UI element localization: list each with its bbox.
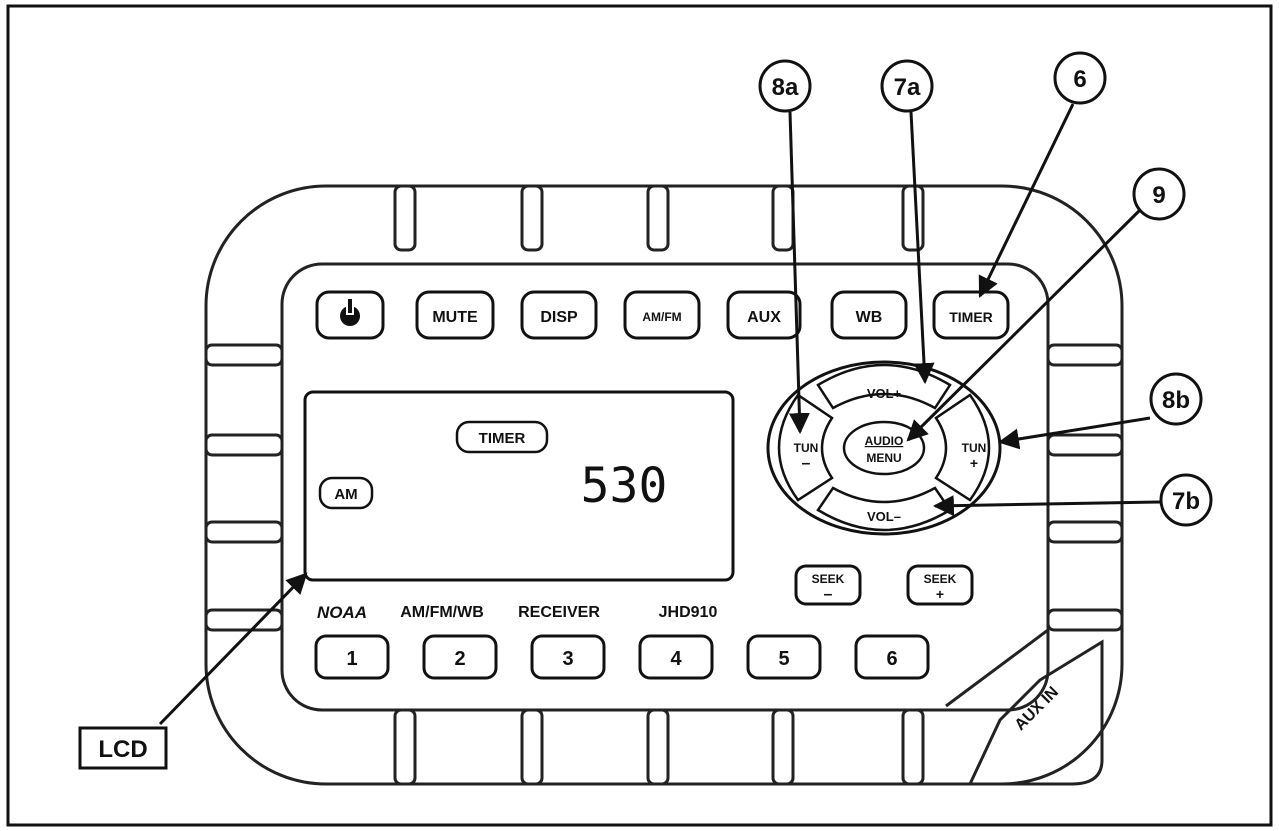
svg-text:AUDIO: AUDIO <box>865 434 904 448</box>
svg-text:SEEK: SEEK <box>812 572 845 586</box>
svg-text:3: 3 <box>562 648 573 670</box>
svg-text:TIMER: TIMER <box>479 430 526 447</box>
amfmwb-label: AM/FM/WB <box>400 604 484 621</box>
svg-text:+: + <box>936 586 944 602</box>
power-button[interactable]: ⏻ <box>315 290 385 340</box>
aux-button[interactable]: AUX <box>726 290 802 340</box>
lcd-am-indicator: AM <box>318 476 374 510</box>
callout-9: 9 <box>1132 167 1186 221</box>
mute-button[interactable]: MUTE <box>415 290 495 340</box>
lcd-timer-indicator: TIMER <box>455 420 549 454</box>
audio-menu-button[interactable]: AUDIO MENU <box>842 420 926 476</box>
vol-down-button[interactable]: VOL– <box>816 486 952 532</box>
preset-button-3[interactable]: 3 <box>530 634 606 680</box>
lcd-display: TIMER AM 530 <box>303 390 735 582</box>
svg-text:–: – <box>824 586 833 603</box>
svg-text:MUTE: MUTE <box>432 309 478 326</box>
svg-text:AUX: AUX <box>747 309 781 326</box>
arrow-8b <box>997 416 1151 450</box>
svg-text:AM: AM <box>334 486 357 503</box>
amfm-button[interactable]: AM/FM <box>623 290 701 340</box>
callout-arrows <box>158 103 1161 726</box>
svg-text:2: 2 <box>454 648 465 670</box>
model-label: JHD910 <box>659 604 718 621</box>
svg-text:DISP: DISP <box>540 309 578 326</box>
preset-button-4[interactable]: 4 <box>638 634 714 680</box>
disp-button[interactable]: DISP <box>520 290 598 340</box>
seek-minus-button[interactable]: SEEK – <box>794 564 862 606</box>
svg-text:WB: WB <box>856 309 883 326</box>
svg-text:TUN: TUN <box>794 441 819 455</box>
callout-labels: 8a 7a 6 9 8b 7b LCD <box>78 51 1213 770</box>
receiver-label: RECEIVER <box>518 604 600 621</box>
preset-button-2[interactable]: 2 <box>422 634 498 680</box>
noaa-label: NOAA <box>317 603 367 622</box>
preset-labels: NOAA AM/FM/WB RECEIVER JHD910 <box>317 603 717 622</box>
arrow-9 <box>906 208 1142 442</box>
preset-row: 1 2 3 4 5 6 <box>314 634 930 680</box>
preset-button-6[interactable]: 6 <box>854 634 930 680</box>
tun-plus-button[interactable]: TUN + <box>934 393 991 502</box>
arrow-7a <box>909 111 935 385</box>
svg-text:9: 9 <box>1152 182 1165 209</box>
top-button-row: ⏻ MUTE DISP AM/FM AUX WB TIMER <box>315 290 1010 340</box>
svg-text:LCD: LCD <box>98 736 147 763</box>
svg-text:6: 6 <box>1073 66 1086 93</box>
seek-plus-button[interactable]: SEEK + <box>906 564 974 606</box>
svg-text:SEEK: SEEK <box>924 572 957 586</box>
preset-button-5[interactable]: 5 <box>746 634 822 680</box>
svg-text:TIMER: TIMER <box>949 309 993 325</box>
svg-text:MENU: MENU <box>866 451 901 465</box>
callout-8a: 8a <box>758 59 812 113</box>
svg-text:6: 6 <box>886 648 897 670</box>
svg-text:7a: 7a <box>894 74 921 101</box>
svg-text:8b: 8b <box>1162 387 1190 414</box>
svg-text:VOL–: VOL– <box>867 509 901 524</box>
svg-text:4: 4 <box>670 648 682 670</box>
arrow-7b <box>932 495 1161 517</box>
preset-button-1[interactable]: 1 <box>314 634 390 680</box>
svg-text:8a: 8a <box>772 74 799 101</box>
arrow-6 <box>978 103 1075 298</box>
power-icon: ⏻ <box>350 317 351 319</box>
svg-text:+: + <box>970 455 978 471</box>
callout-lcd: LCD <box>78 726 168 770</box>
svg-text:1: 1 <box>346 648 357 670</box>
arrow-8a <box>788 111 810 435</box>
callout-7b: 7b <box>1159 473 1213 527</box>
svg-text:VOL+: VOL+ <box>867 386 902 401</box>
dpad: VOL+ VOL– TUN – TUN + AUDIO MENU <box>766 360 1002 536</box>
timer-button[interactable]: TIMER <box>932 290 1010 340</box>
callout-8b: 8b <box>1149 372 1203 426</box>
radio-bezel <box>204 184 1124 786</box>
svg-text:7b: 7b <box>1172 488 1200 515</box>
svg-text:TUN: TUN <box>962 441 987 455</box>
svg-text:AM/FM: AM/FM <box>642 310 681 324</box>
arrow-lcd <box>158 572 308 726</box>
svg-text:–: – <box>802 455 811 472</box>
callout-7a: 7a <box>880 59 934 113</box>
callout-6: 6 <box>1053 51 1107 105</box>
svg-text:5: 5 <box>778 648 789 670</box>
lcd-frequency: 530 <box>581 458 668 514</box>
wb-button[interactable]: WB <box>830 290 908 340</box>
